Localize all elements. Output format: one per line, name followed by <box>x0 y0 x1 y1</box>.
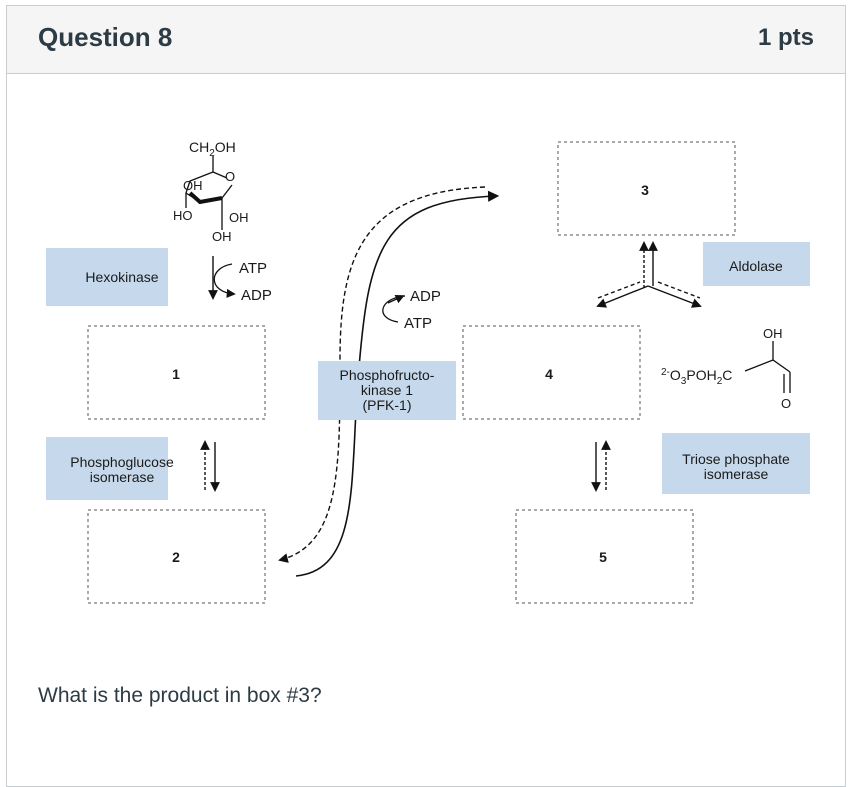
aldolase-dashed-right-icon <box>657 281 701 299</box>
oh-bottom-label: OH <box>212 229 232 244</box>
triose-label-2: isomerase <box>704 466 769 482</box>
answer-box-4[interactable] <box>462 325 641 420</box>
phosphoglucose-label-1: Phosphoglucose <box>70 454 174 470</box>
molecule-o-label: O <box>781 396 791 411</box>
pfk-adp-label: ADP <box>410 288 441 305</box>
aldolase-dashed-left-icon <box>597 281 641 299</box>
answer-box-3[interactable] <box>557 141 736 236</box>
aldolase-enzyme-box <box>703 242 810 286</box>
oh-right-label: OH <box>229 210 249 225</box>
answer-box-2[interactable] <box>87 509 266 604</box>
triose-phosphate-isomerase-box <box>662 433 810 494</box>
question-header: Question 8 1 pts <box>7 6 845 74</box>
box-5-number: 5 <box>599 549 607 565</box>
box-4-number: 4 <box>545 366 553 382</box>
hexokinase-atp-label: ATP <box>239 260 267 277</box>
aldolase-right-arrow-icon <box>647 285 702 308</box>
molecule-formula: 2-O3POH2C <box>661 367 732 387</box>
atp-adp-curve-icon <box>213 263 236 298</box>
question-title: Question 8 <box>38 22 173 52</box>
box-2-number: 2 <box>172 549 180 565</box>
molecule-oh-label: OH <box>763 326 783 341</box>
oh-top-label: OH <box>183 178 203 193</box>
pfk-1-enzyme-box <box>318 361 456 420</box>
triose-label-1: Triose phosphate <box>682 451 790 467</box>
question-points: 1 pts <box>757 24 814 51</box>
pfk-reverse-curve-icon <box>278 186 486 563</box>
ho-left-label: HO <box>173 208 193 223</box>
glyceraldehyde-3-phosphate-structure: OH O 2-O3POH2C <box>661 326 791 411</box>
aldolase-left-arrow-icon <box>596 285 649 308</box>
phosphoglucose-isomerase-box <box>46 437 168 500</box>
ch2oh-label: CH2OH <box>189 139 236 159</box>
aldolase-label: Aldolase <box>729 258 783 274</box>
pfk-atp-label: ATP <box>404 315 432 332</box>
pfk-label-1: Phosphofructo- <box>340 367 435 383</box>
hexokinase-enzyme-box <box>46 248 168 306</box>
pfk-adp-arrowhead-icon <box>387 294 405 304</box>
hexokinase-label: Hexokinase <box>85 269 158 285</box>
glucose-structure: CH2OH O OH HO OH OH <box>173 139 249 244</box>
question-prompt: What is the product in box #3? <box>38 684 322 707</box>
ring-oxygen-label: O <box>225 169 235 184</box>
pfk-label-3: (PFK-1) <box>363 397 412 413</box>
pfk-label-2: kinase 1 <box>361 382 413 398</box>
hexokinase-adp-label: ADP <box>241 287 272 304</box>
box-1-number: 1 <box>172 366 180 382</box>
answer-box-5[interactable] <box>515 509 694 604</box>
answer-box-1[interactable] <box>87 325 266 420</box>
box-3-number: 3 <box>641 182 649 198</box>
phosphoglucose-label-2: isomerase <box>90 469 155 485</box>
